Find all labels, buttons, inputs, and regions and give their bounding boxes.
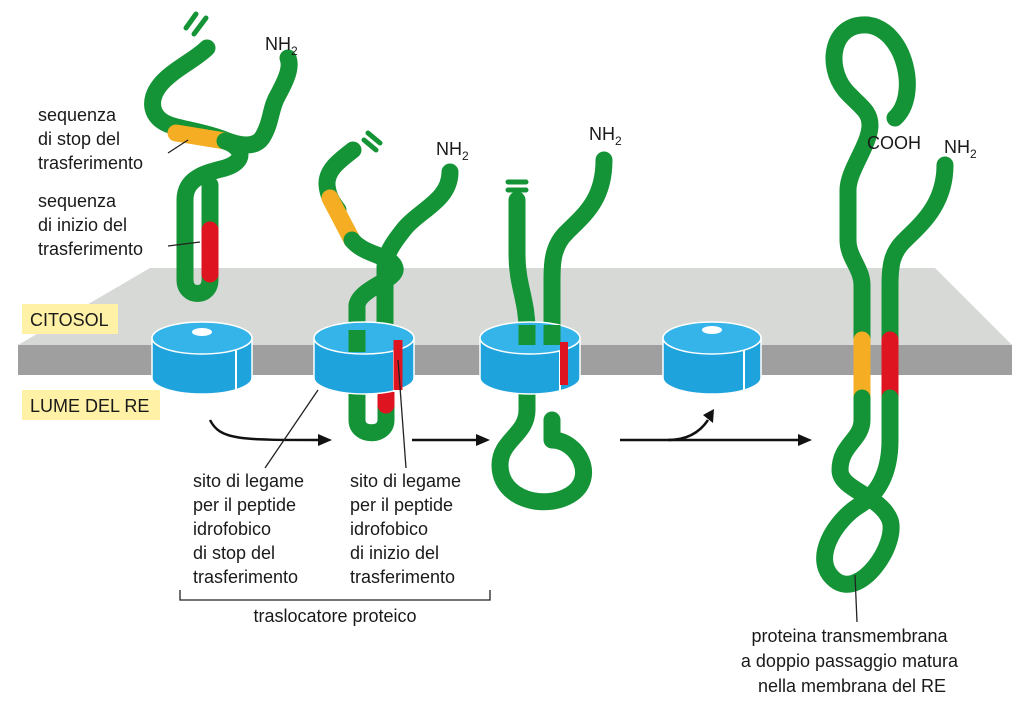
leader-start-seq — [167, 241, 201, 247]
chain-stage-5-top-loop — [825, 16, 916, 354]
arrow-2-head — [476, 434, 490, 446]
chain-stage-2-mid — [343, 231, 404, 344]
chain-break-mark-3 — [505, 179, 529, 193]
leader-start-site — [397, 359, 407, 469]
chain-stage-1-lower — [176, 132, 249, 302]
arrow-release-head — [703, 409, 714, 423]
translocator-4-pore — [702, 326, 722, 334]
lumen-text: LUME DEL RE — [30, 396, 149, 416]
translocator-1 — [151, 321, 253, 395]
chain-stage-2-npart — [376, 163, 459, 344]
cytosol-label-bg — [22, 304, 118, 334]
chain-stage-2-below — [348, 386, 395, 442]
translocator-1-pore — [192, 328, 212, 336]
membrane-top — [18, 268, 1012, 345]
lumen-label-bg — [22, 390, 160, 420]
chain-stage-3-right — [543, 151, 613, 344]
translocator-4 — [662, 321, 762, 395]
leader-stop-site — [264, 389, 319, 469]
translocator-4-top — [662, 321, 762, 355]
cooh-label: COOH — [867, 133, 921, 153]
arrow-3-head — [798, 434, 812, 446]
nh2-label-2: NH2 — [436, 139, 469, 163]
cytosol-text: CITOSOL — [30, 310, 109, 330]
chain-stage-3-left — [508, 191, 536, 339]
stop-seq-label: sequenza di stop del trasferimento — [38, 105, 143, 173]
arrow-1-head — [318, 434, 332, 446]
chain-break-mark-2 — [361, 130, 383, 153]
lumen-label: LUME DEL RE — [22, 390, 160, 420]
nh2-label-1: NH2 — [265, 34, 298, 58]
nh2-label-4: NH2 — [944, 137, 977, 161]
cytosol-label: CITOSOL — [22, 304, 118, 334]
arrow-release — [667, 419, 710, 442]
stop-site-label: sito di legame per il peptide idrofobico… — [193, 471, 309, 587]
chain-stage-3-lumen-loop — [491, 386, 593, 511]
chain-break-mark-1 — [183, 11, 209, 37]
nh2-label-3: NH2 — [589, 124, 622, 148]
process-arrows — [208, 409, 812, 446]
leader-lines — [167, 139, 858, 623]
start-site-label: sito di legame per il peptide idrofobico… — [350, 471, 466, 587]
mature-protein-label: proteina transmembrana a doppio passaggi… — [741, 626, 963, 696]
translocator-1-top — [151, 321, 253, 355]
leader-stop-seq — [167, 139, 189, 154]
chain-stage-1 — [144, 11, 298, 302]
leader-mature — [854, 574, 858, 623]
start-seq-label: sequenza di inizio del trasferimento — [38, 191, 143, 259]
chain-stage-5-right-arm — [881, 156, 954, 354]
chains-through-pores — [348, 325, 568, 390]
chain-stage-5 — [816, 16, 954, 593]
translocator-label: traslocatore proteico — [253, 606, 416, 626]
translocator-bracket — [179, 590, 491, 601]
arrow-1 — [208, 419, 321, 442]
chain-stage-5-lumen-loop — [816, 389, 900, 593]
